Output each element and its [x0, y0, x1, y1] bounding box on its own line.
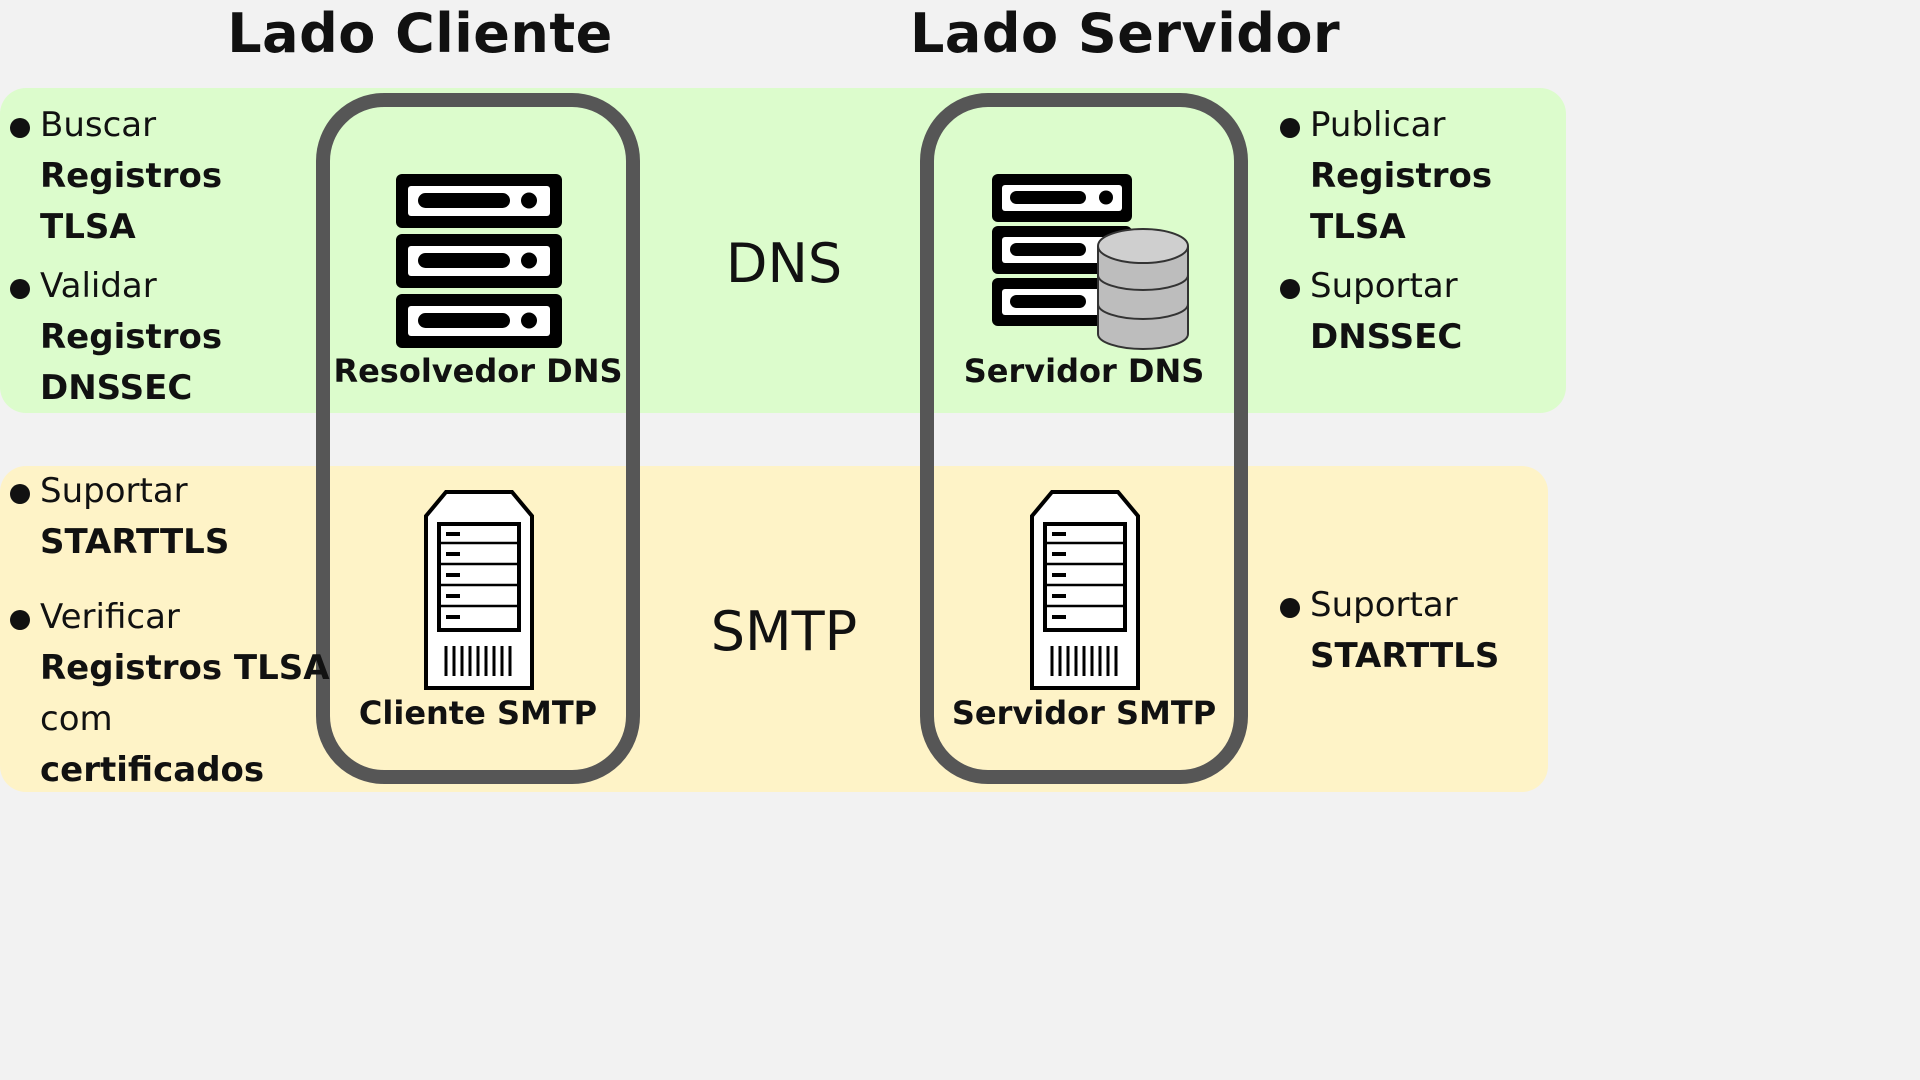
dns-server-label: Servidor DNS	[963, 352, 1205, 390]
item-text: Suportar	[1310, 266, 1458, 306]
bullet-icon	[10, 484, 30, 504]
list-item: Publicar Registros TLSA	[1270, 100, 1492, 253]
server-database-icon	[988, 172, 1192, 358]
server-rack-icon	[396, 172, 564, 356]
item-text: Verificar	[40, 597, 180, 637]
list-item: Validar Registros DNSSEC	[0, 261, 222, 414]
smtp-protocol-label: SMTP	[710, 600, 858, 663]
smtp-server-label: Servidor SMTP	[951, 694, 1217, 732]
bullet-icon	[10, 610, 30, 630]
smtp-server-requirements: Suportar STARTTLS	[1270, 580, 1499, 682]
list-item: Buscar Registros TLSA	[0, 100, 222, 253]
item-bold-text: DNSSEC	[40, 368, 193, 408]
list-item: Suportar STARTTLS	[1270, 580, 1499, 682]
bullet-icon	[1280, 118, 1300, 138]
item-text: Validar	[40, 266, 157, 306]
tower-server-icon	[1028, 488, 1142, 696]
dns-client-requirements: Buscar Registros TLSA Validar Registros …	[0, 100, 222, 414]
list-item: Verificar Registros TLSA com certificado…	[0, 592, 330, 796]
bullet-icon	[10, 279, 30, 299]
item-text: Suportar	[40, 471, 188, 511]
dns-protocol-label: DNS	[725, 232, 843, 295]
bullet-icon	[1280, 598, 1300, 618]
dns-server-requirements: Publicar Registros TLSA Suportar DNSSEC	[1270, 100, 1492, 363]
item-bold-text: DNSSEC	[1310, 317, 1463, 357]
client-column	[316, 93, 640, 784]
tower-server-icon	[422, 488, 536, 696]
smtp-client-label: Cliente SMTP	[358, 694, 598, 732]
client-side-title: Lado Cliente	[227, 2, 613, 65]
bullet-icon	[10, 118, 30, 138]
item-bold-text: TLSA	[40, 207, 136, 247]
smtp-client-requirements: Suportar STARTTLS Verificar Registros TL…	[0, 466, 330, 796]
server-side-title: Lado Servidor	[910, 2, 1341, 65]
server-column	[920, 93, 1248, 784]
item-bold-text: Registros	[1310, 156, 1493, 196]
item-bold-text: Registros TLSA	[40, 648, 330, 688]
item-bold-text: Registros	[40, 317, 223, 357]
item-bold-text: STARTTLS	[40, 522, 230, 562]
item-bold-text: STARTTLS	[1310, 636, 1500, 676]
bullet-icon	[1280, 279, 1300, 299]
smtp-band	[0, 466, 1548, 792]
resolver-dns-label: Resolvedor DNS	[333, 352, 623, 390]
item-bold-text: certificados	[40, 750, 265, 790]
item-text: com	[40, 699, 113, 739]
item-text: Publicar	[1310, 105, 1446, 145]
dns-band	[0, 88, 1566, 413]
list-item: Suportar STARTTLS	[0, 466, 330, 568]
item-text: Suportar	[1310, 585, 1458, 625]
list-item: Suportar DNSSEC	[1270, 261, 1492, 363]
item-text: Buscar	[40, 105, 157, 145]
item-bold-text: Registros	[40, 156, 223, 196]
item-bold-text: TLSA	[1310, 207, 1406, 247]
